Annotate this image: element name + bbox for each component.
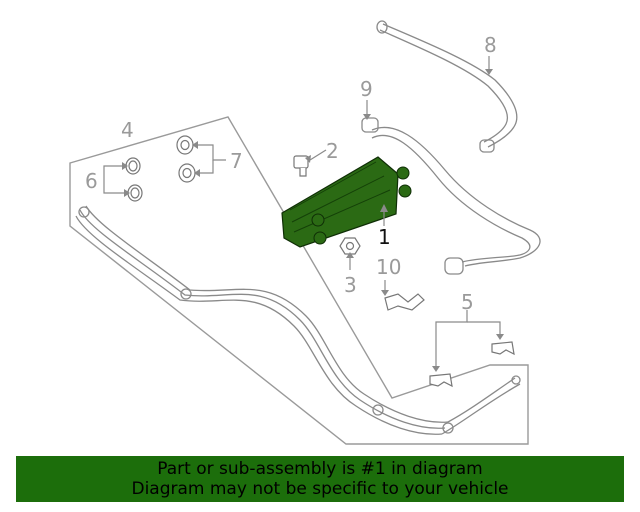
callout-3: 3: [344, 273, 357, 297]
callout-7: 7: [230, 149, 243, 173]
callout-9: 9: [360, 77, 373, 101]
bolt-2: [293, 155, 309, 177]
parts-diagram: 1 2 3 4 5 6 7 8 9 10: [69, 20, 541, 445]
hose-9: [361, 117, 541, 275]
oil-cooler: [281, 156, 412, 248]
clips-5: [429, 341, 515, 388]
hose-8: [376, 20, 518, 153]
callout-8: 8: [484, 33, 497, 57]
callout-4: 4: [121, 118, 134, 142]
leader-lines: [103, 56, 501, 368]
fitting-10: [384, 293, 425, 311]
cooler-lines-panel: [69, 116, 529, 445]
callout-6: 6: [85, 169, 98, 193]
callout-1: 1: [378, 225, 391, 249]
callout-5: 5: [461, 290, 474, 314]
leader-arrowheads: [122, 69, 504, 372]
banner-line-2: Diagram may not be specific to your vehi…: [131, 479, 509, 499]
callout-10: 10: [376, 255, 401, 279]
banner-line-1: Part or sub-assembly is #1 in diagram: [157, 459, 483, 479]
cooler-lines: [75, 205, 521, 435]
nut-3: [339, 237, 361, 255]
callout-2: 2: [326, 139, 339, 163]
disclaimer-banner: Part or sub-assembly is #1 in diagram Di…: [16, 456, 624, 502]
